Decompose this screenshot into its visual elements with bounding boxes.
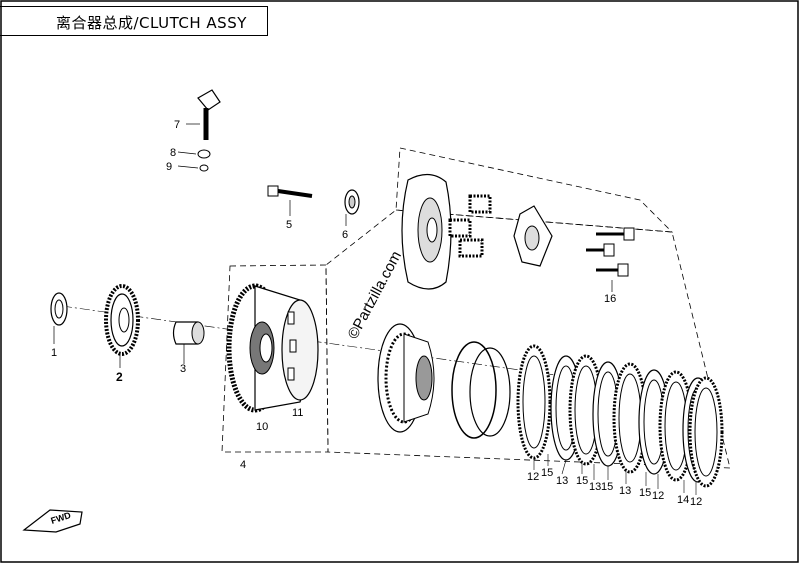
part-8-9-seal-clip	[177, 149, 211, 172]
callout-16: 16	[604, 293, 616, 305]
part-5-push-rod	[267, 185, 313, 216]
callout-2: 2	[116, 370, 123, 384]
fwd-arrow-icon: FWD	[22, 509, 83, 533]
upper-assembly-frame	[395, 147, 674, 233]
callout-8: 8	[170, 147, 176, 159]
callout-15-b: 15	[576, 475, 588, 487]
part-3-bushing	[172, 321, 205, 364]
part-1-washer	[50, 292, 68, 344]
callout-13-b: 13	[589, 481, 601, 493]
callout-7: 7	[174, 119, 180, 131]
title-box: 离合器总成/CLUTCH ASSY	[0, 6, 268, 36]
callout-13-a: 13	[556, 475, 568, 487]
part-16-bolts	[586, 227, 635, 292]
callout-1: 1	[51, 347, 57, 359]
callout-4: 4	[240, 459, 246, 471]
part-6-bearing	[344, 189, 360, 226]
callout-15-d: 15	[639, 487, 651, 499]
callout-13-c: 13	[619, 485, 631, 497]
callout-11: 11	[292, 407, 303, 419]
clutch-plate-stack	[516, 344, 724, 488]
basket-frame	[221, 264, 329, 453]
clutch-springs	[448, 194, 492, 258]
part-10-clutch-basket	[226, 283, 319, 413]
callout-15-a: 15	[541, 467, 553, 479]
callout-12-c: 12	[690, 496, 702, 508]
callout-9: 9	[166, 161, 172, 173]
o-ring-pair	[451, 341, 511, 439]
spring-retainer	[513, 205, 553, 267]
pressure-plate	[401, 173, 452, 290]
callout-14: 14	[677, 494, 689, 506]
callout-5: 5	[286, 219, 292, 231]
part-2-gear	[104, 284, 140, 368]
callout-10: 10	[256, 421, 268, 433]
callout-12-a: 12	[527, 471, 539, 483]
callout-6: 6	[342, 229, 348, 241]
clutch-hub	[377, 323, 435, 433]
callout-15-c: 15	[601, 481, 613, 493]
callout-12-b: 12	[652, 490, 664, 502]
part-7-lever-shaft	[186, 89, 221, 140]
diagram-title: 离合器总成/CLUTCH ASSY	[56, 14, 247, 32]
plate-leader-lines	[533, 454, 697, 495]
callout-3: 3	[180, 363, 186, 375]
